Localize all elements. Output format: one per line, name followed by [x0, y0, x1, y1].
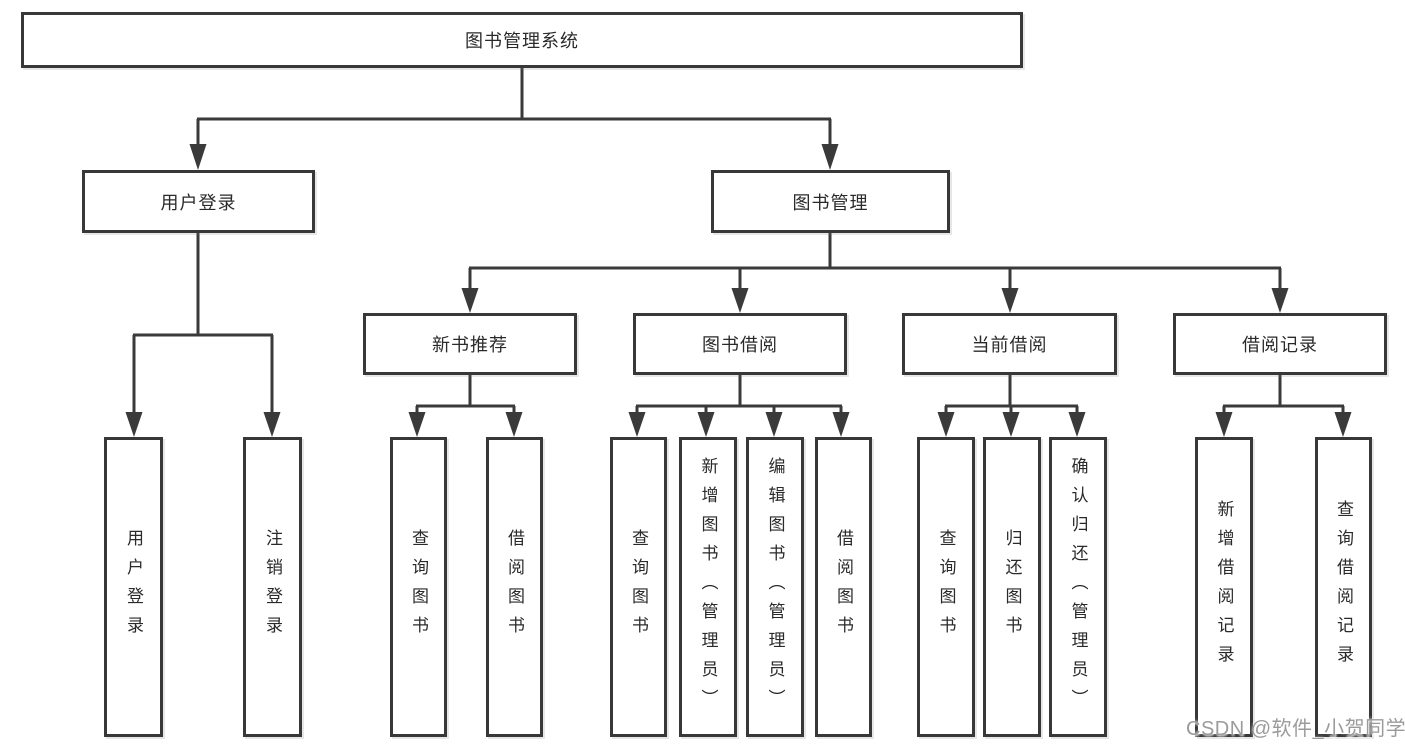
leaf-add-borrow-record: 新增借阅记录 — [1195, 437, 1253, 737]
leaf-confirm-return-admin: 确认归还（管理员） — [1049, 437, 1107, 737]
node-library-system: 图书管理系统 — [21, 12, 1023, 68]
leaf-query-book-newrec: 查询图书 — [390, 437, 447, 737]
leaf-query-book-borrow: 查询图书 — [610, 437, 667, 737]
node-user-login: 用户登录 — [82, 170, 315, 233]
leaf-return-book: 归还图书 — [983, 437, 1041, 737]
leaf-query-borrow-record: 查询借阅记录 — [1315, 437, 1372, 737]
csdn-watermark: CSDN @软件_小贺同学 — [1186, 718, 1405, 740]
node-book-borrow: 图书借阅 — [633, 313, 847, 375]
leaf-query-book-current: 查询图书 — [917, 437, 975, 737]
leaf-add-book-admin: 新增图书（管理员） — [679, 437, 737, 737]
leaf-logout: 注销登录 — [243, 437, 302, 737]
leaf-borrow-book: 借阅图书 — [815, 437, 872, 737]
node-current-borrow: 当前借阅 — [902, 313, 1117, 375]
node-new-book-recommend: 新书推荐 — [363, 313, 577, 375]
node-book-management: 图书管理 — [711, 170, 950, 233]
node-borrow-records: 借阅记录 — [1173, 313, 1387, 375]
leaf-edit-book-admin: 编辑图书（管理员） — [746, 437, 804, 737]
leaf-user-login: 用户登录 — [104, 437, 163, 737]
leaf-borrow-book-newrec: 借阅图书 — [486, 437, 543, 737]
